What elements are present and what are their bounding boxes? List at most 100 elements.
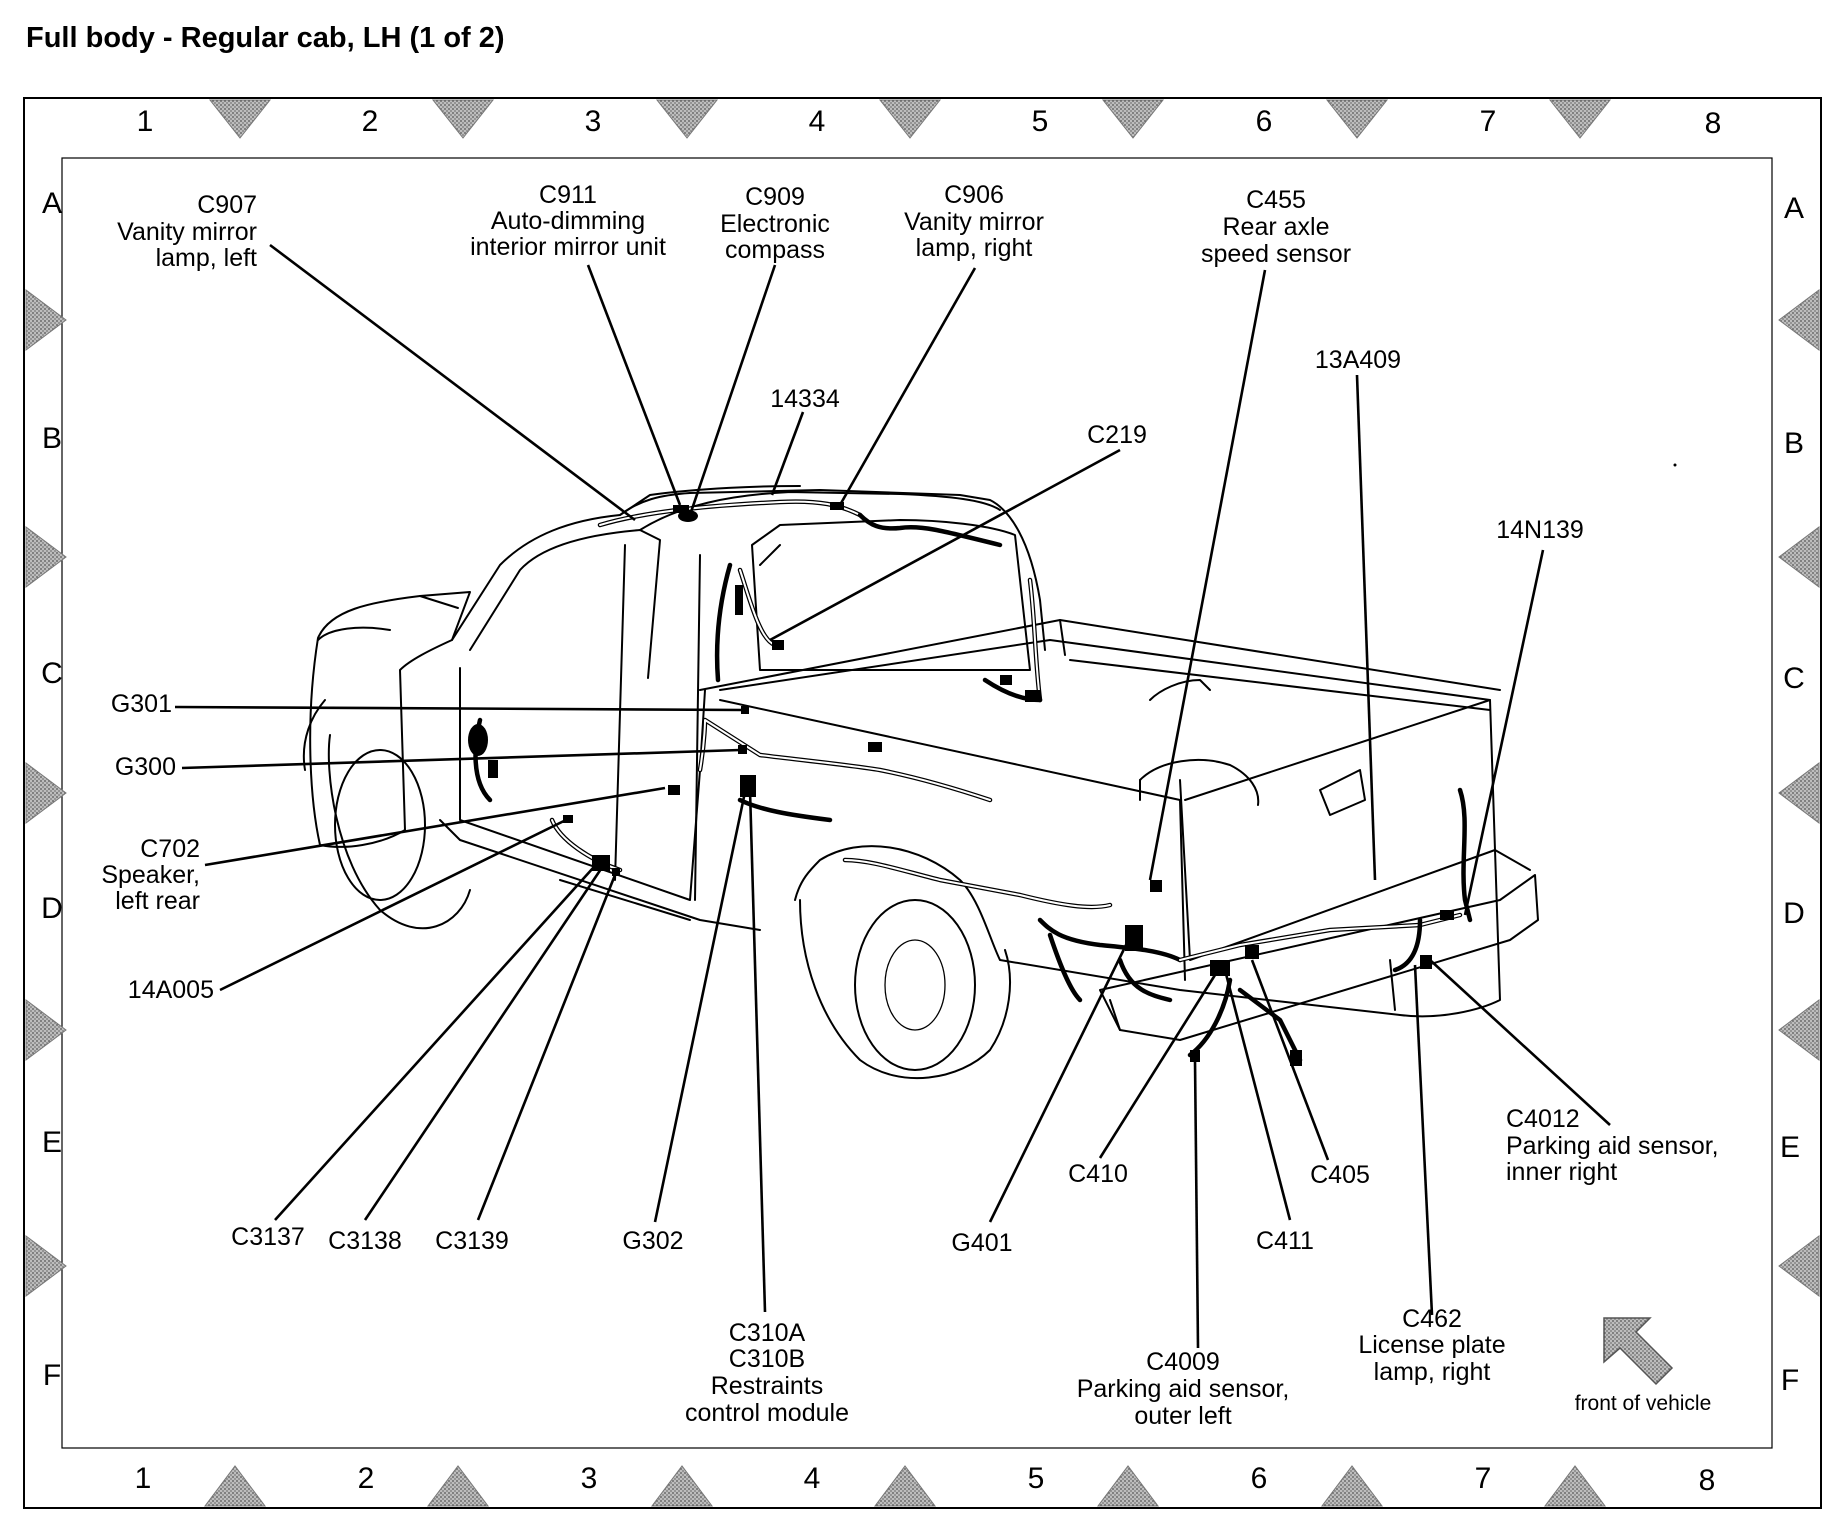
col-label: 5 — [1028, 1462, 1045, 1495]
grid-row-labels-left: A B C D E F — [41, 187, 63, 1392]
row-label: F — [43, 1359, 61, 1392]
col-label: 8 — [1705, 107, 1722, 140]
col-label: 7 — [1475, 1462, 1492, 1495]
callout-c909: C909 Electronic compass — [720, 183, 830, 264]
connector-id: C911 — [539, 181, 597, 209]
truck-outline — [302, 485, 1539, 1080]
connector — [740, 775, 756, 797]
connector-desc: interior mirror unit — [470, 233, 666, 261]
harness-id: 13A409 — [1315, 346, 1401, 374]
connector — [868, 742, 882, 752]
wiring-harness — [473, 499, 1473, 1063]
front-label: front of vehicle — [1575, 1392, 1712, 1415]
grid-row-labels-right: A B C D E F — [1780, 192, 1805, 1397]
connector — [830, 502, 844, 510]
callout-14n139: 14N139 — [1496, 516, 1584, 544]
callout-c219: C219 — [1087, 421, 1147, 449]
outer-border — [23, 97, 1822, 1509]
callout-c911: C911 Auto-dimming interior mirror unit — [470, 181, 666, 261]
col-label: 2 — [358, 1462, 375, 1495]
callout-c3139: C3139 — [435, 1227, 509, 1255]
connector-desc: speed sensor — [1201, 240, 1351, 268]
callout-c405: C405 — [1310, 1161, 1370, 1189]
connectors — [468, 502, 1454, 1066]
connector-desc: lamp, right — [916, 234, 1033, 262]
connector — [488, 760, 498, 778]
row-label: E — [42, 1126, 62, 1159]
col-label: 6 — [1256, 105, 1273, 138]
callout-c4009: C4009 Parking aid sensor, outer left — [1077, 1348, 1290, 1430]
col-label: 8 — [1699, 1464, 1716, 1497]
connector-id: C310B — [729, 1345, 805, 1373]
callout-14334: 14334 — [770, 385, 840, 413]
connector-id: C3137 — [231, 1223, 305, 1251]
connector — [468, 724, 488, 756]
callout-c411: C411 — [1256, 1227, 1314, 1255]
connector-desc: outer left — [1134, 1402, 1231, 1430]
callout-g301: G301 — [111, 690, 172, 718]
ground-id: G401 — [951, 1229, 1012, 1257]
connector-desc: Speaker, — [101, 861, 200, 889]
connector — [1245, 945, 1259, 959]
connector — [1290, 1050, 1302, 1066]
callout-c310: C310A C310B Restraints control module — [685, 1319, 849, 1427]
front-of-vehicle-indicator: front of vehicle — [1575, 1317, 1712, 1415]
harness-id: 14N139 — [1496, 516, 1584, 544]
connector-desc: License plate — [1358, 1331, 1505, 1359]
ground-id: G300 — [115, 753, 176, 781]
connector-desc: lamp, left — [156, 244, 257, 272]
connector-id: C405 — [1310, 1161, 1370, 1189]
connector — [612, 868, 620, 876]
connector — [668, 785, 680, 795]
col-label: 1 — [137, 105, 154, 138]
connector-desc: Auto-dimming — [491, 207, 645, 235]
connector — [592, 855, 610, 871]
row-label: C — [1783, 662, 1805, 695]
col-label: 7 — [1480, 105, 1497, 138]
connector-id: C906 — [944, 181, 1004, 209]
callout-g302: G302 — [622, 1227, 683, 1255]
connector — [1190, 1050, 1200, 1062]
col-label: 4 — [809, 105, 826, 138]
connector-desc: Vanity mirror — [904, 208, 1044, 236]
connector — [772, 640, 784, 650]
callout-c410: C410 — [1068, 1160, 1128, 1188]
col-label: 3 — [581, 1462, 598, 1495]
callout-c702: C702 Speaker, left rear — [101, 835, 200, 915]
callout-14a005: 14A005 — [128, 976, 214, 1004]
callout-c455: C455 Rear axle speed sensor — [1201, 186, 1351, 268]
row-label: C — [41, 657, 63, 690]
row-label: D — [1783, 897, 1805, 930]
connector-desc: Restraints — [711, 1372, 824, 1400]
connector-desc: control module — [685, 1399, 849, 1427]
row-label: B — [1784, 427, 1804, 460]
ground-id: G302 — [622, 1227, 683, 1255]
connector-desc: Vanity mirror — [117, 218, 257, 246]
callout-c3138: C3138 — [328, 1227, 402, 1255]
connector-desc: inner right — [1506, 1158, 1617, 1186]
ground-id: G301 — [111, 690, 172, 718]
row-label: A — [1784, 192, 1804, 225]
zone-markers-top — [208, 99, 1612, 139]
connector — [1150, 880, 1162, 892]
connector-id: C410 — [1068, 1160, 1128, 1188]
harness-id: 14A005 — [128, 976, 214, 1004]
connector-id: C462 — [1402, 1305, 1462, 1333]
callout-c4012: C4012 Parking aid sensor, inner right — [1506, 1105, 1719, 1186]
row-label: F — [1781, 1364, 1799, 1397]
connector-desc: lamp, right — [1374, 1358, 1491, 1386]
connector-desc: Parking aid sensor, — [1077, 1375, 1290, 1403]
connector — [1420, 955, 1432, 969]
connector-desc: compass — [725, 236, 825, 264]
connector — [1025, 690, 1041, 702]
grid-column-labels-bottom: 1 2 3 4 5 6 7 8 — [135, 1462, 1716, 1497]
connector-desc: Rear axle — [1223, 213, 1330, 241]
connector — [735, 585, 743, 615]
col-label: 3 — [585, 105, 602, 138]
zone-markers-left — [25, 289, 67, 1297]
harness-id: 14334 — [770, 385, 840, 413]
connector — [678, 510, 698, 522]
col-label: 5 — [1032, 105, 1049, 138]
callout-c462: C462 License plate lamp, right — [1358, 1305, 1505, 1386]
